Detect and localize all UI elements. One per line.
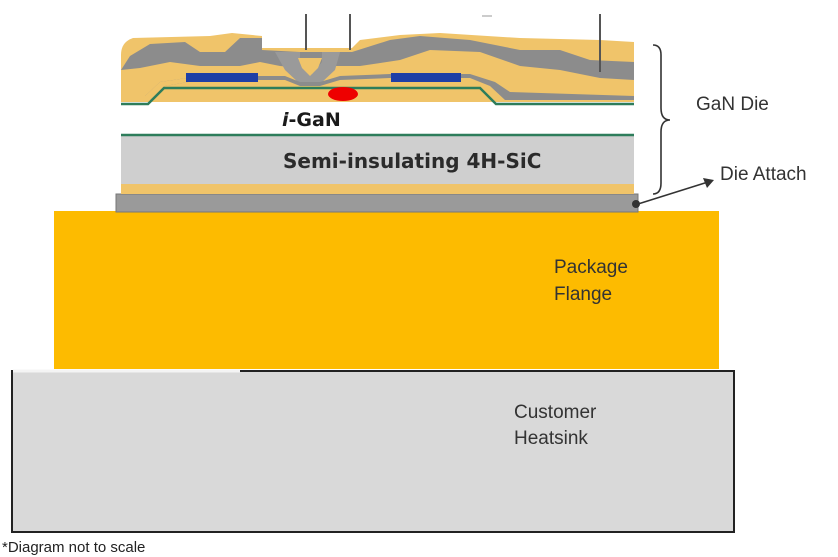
gan-die-brace <box>652 44 671 195</box>
die-attach-layer <box>115 193 639 213</box>
gate-metal-gold-core <box>298 58 322 76</box>
scale-footnote: *Diagram not to scale <box>2 539 145 556</box>
source-contact-blue <box>186 73 258 82</box>
die-attach-pointer-dot <box>632 200 640 208</box>
channel-hotspot-red <box>328 87 358 101</box>
drain-contact-blue <box>391 73 461 82</box>
heatsink-label-line2: Heatsink <box>514 428 588 449</box>
gate-metal-gray <box>275 52 340 84</box>
passivation-gray-lower <box>121 74 634 100</box>
heatsink-label-line1: Customer <box>514 402 597 423</box>
igan-suffix: -GaN <box>289 109 341 131</box>
sic-substrate-layer <box>121 136 634 184</box>
gan-barrier-green-line <box>121 86 634 106</box>
package-flange-block <box>54 211 719 369</box>
sic-substrate-label: Semi-insulating 4H-SiC <box>283 149 541 173</box>
gold-lower-band <box>121 76 200 102</box>
die-attach-arrowhead <box>703 178 714 188</box>
customer-heatsink-block <box>11 370 735 533</box>
igan-layer <box>121 102 634 136</box>
gan-die-label: GaN Die <box>696 94 769 115</box>
igan-italic-prefix: i <box>282 109 289 131</box>
package-flange-label-line1: Package <box>554 257 628 278</box>
igan-layer-label: i-GaN <box>282 109 341 131</box>
die-backside-metal <box>121 183 634 194</box>
top-metal-gray-band <box>121 36 634 80</box>
die-attach-arrow-line <box>637 181 709 205</box>
die-attach-label: Die Attach <box>720 164 807 185</box>
package-flange-label-line2: Flange <box>554 284 612 305</box>
